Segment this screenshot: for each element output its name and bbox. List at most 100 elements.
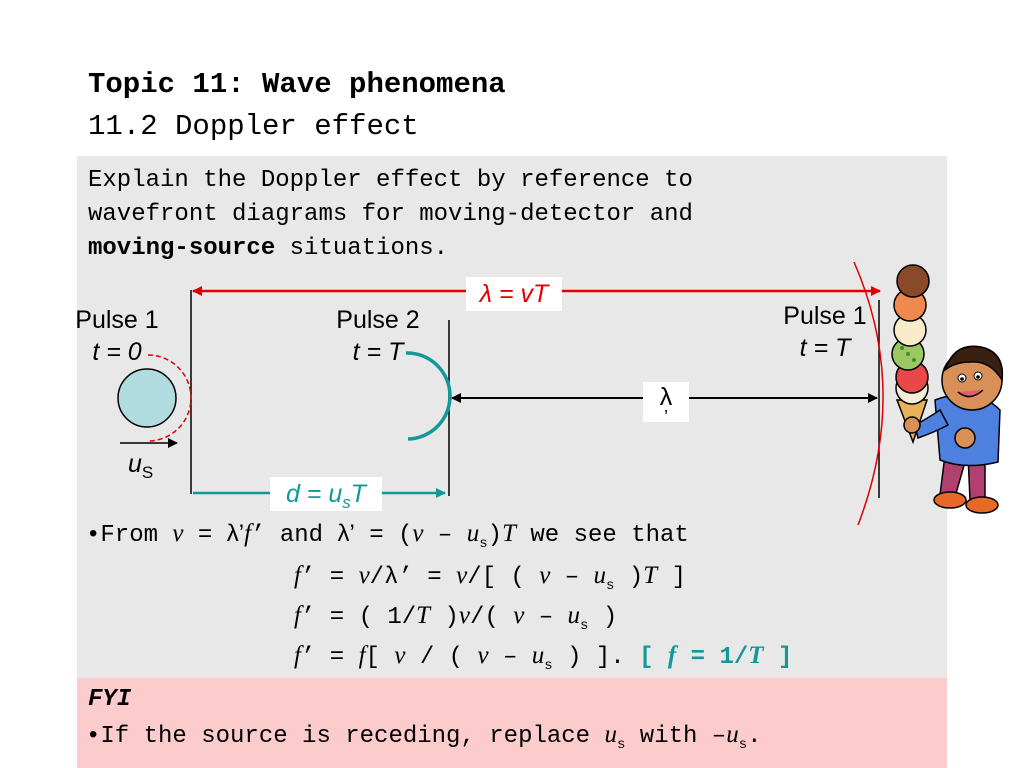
- eq2-u-sub: s: [606, 577, 615, 594]
- fyi-text-b: with –: [625, 723, 727, 750]
- eq1-minus: –: [423, 522, 467, 549]
- fyi-u1-sub: s: [616, 736, 626, 753]
- d-label-sub: s: [342, 493, 351, 512]
- eq3-c: /(: [470, 604, 514, 631]
- eq2-b: /λ’ =: [369, 564, 457, 591]
- page-subtitle: 11.2 Doppler effect: [88, 110, 419, 143]
- t-T-mid-label: t = T: [352, 338, 404, 366]
- eq1-u: u: [466, 520, 480, 547]
- eq4-f2: f: [358, 642, 366, 669]
- fyi-u2-sub: s: [738, 736, 748, 753]
- eq1-and: and: [265, 522, 338, 549]
- eq2-e: ): [614, 564, 644, 591]
- pulse1-right-label: Pulse 1: [783, 302, 867, 330]
- intro-line-2: wavefront diagrams for moving-detector a…: [88, 201, 693, 228]
- eq3-f: f: [294, 602, 301, 629]
- fyi-text-a: •If the source is receding, replace: [86, 723, 605, 750]
- eq4-hint-T: T: [748, 642, 764, 669]
- eq4-v: v: [394, 642, 406, 669]
- eq1-v2: v: [412, 520, 424, 547]
- lambda-vt-label: λ = vT: [466, 277, 562, 311]
- us-label: uS: [128, 450, 153, 483]
- eq4-e: ) ].: [552, 644, 625, 671]
- content-panel: [77, 156, 947, 678]
- d-label-main: d = u: [285, 480, 343, 508]
- eq3-T: T: [416, 602, 431, 629]
- eq4-c: / (: [405, 644, 478, 671]
- intro-line-1: Explain the Doppler effect by reference …: [88, 167, 693, 194]
- intro-line-3: moving-source situations.: [88, 232, 693, 266]
- eq4-hint-f: f: [667, 642, 677, 669]
- pulse1-far-wavefront: [853, 261, 884, 526]
- intro-rest: situations.: [275, 235, 449, 262]
- eq3-d: –: [524, 604, 568, 631]
- page-title: Topic 11: Wave phenomena: [88, 68, 506, 101]
- eq2-u: u: [593, 562, 607, 589]
- eq3-e: ): [588, 604, 618, 631]
- eq4-hint-b: = 1/: [676, 644, 749, 671]
- eq2-f: f: [294, 562, 301, 589]
- pulse1-dashed-wavefront: [147, 354, 192, 442]
- d-label-tail: T: [350, 480, 367, 508]
- eq4-hint-c: ]: [763, 644, 793, 671]
- eq3-u: u: [567, 602, 581, 629]
- equation-line-3: f’ = ( 1/T )v/( v – us ): [294, 602, 617, 634]
- eq1-f: f: [244, 520, 252, 547]
- fyi-u1: u: [604, 721, 617, 748]
- lambda-prime-symbol: λ: [659, 383, 673, 411]
- fyi-text: •If the source is receding, replace us w…: [86, 721, 762, 753]
- fyi-title: FYI: [88, 686, 132, 713]
- eq3-a: ’ = ( 1/: [300, 604, 417, 631]
- eq3-u-sub: s: [580, 617, 589, 634]
- eq1-T: T: [502, 520, 516, 547]
- pulse2-wavefront: [405, 351, 452, 441]
- eq2-a: ’ =: [300, 564, 359, 591]
- ice-cream-kid-illustration: [891, 264, 1004, 514]
- eq4-hint-a: [: [624, 644, 668, 671]
- equation-line-2: f’ = v/λ’ = v/[ ( v – us )T ]: [294, 562, 686, 594]
- eq4-hint: [ f = 1/T ]: [624, 642, 793, 671]
- eq1-v: v: [172, 520, 184, 547]
- intro-bold: moving-source: [88, 235, 276, 262]
- eq1-prime: ’: [251, 522, 266, 549]
- eq2-c: /[ (: [467, 564, 540, 591]
- equation-line-1: •From v = λ’f’ and λ’ = (v – us)T we see…: [86, 520, 689, 552]
- eq4-f: f: [294, 642, 301, 669]
- eq4-b: [: [365, 644, 395, 671]
- eq1-close: ): [487, 522, 503, 549]
- pulse2-label: Pulse 2: [336, 306, 420, 334]
- lambda-prime-label: λ’: [643, 382, 689, 427]
- intro-text: Explain the Doppler effect by reference …: [88, 164, 693, 266]
- us-subscript: S: [141, 463, 154, 482]
- eq4-d: –: [488, 644, 532, 671]
- eq4-u: u: [531, 642, 545, 669]
- eq1-end: we see that: [515, 522, 689, 549]
- eq2-end: ]: [657, 564, 686, 591]
- eq1-u-sub: s: [479, 535, 488, 552]
- eq2-v: v: [358, 562, 370, 589]
- d-label: d = usT: [270, 477, 382, 512]
- eq4-u-sub: s: [544, 657, 553, 674]
- eq1-bullet: •From: [86, 522, 173, 549]
- fyi-u2: u: [726, 721, 739, 748]
- eq1-lambda-prime-2: λ’: [337, 520, 355, 547]
- eq2-d: –: [550, 564, 594, 591]
- t-T-right-label: t = T: [799, 334, 851, 362]
- t0-label: t = 0: [92, 338, 142, 366]
- eq2-v3: v: [539, 562, 551, 589]
- us-letter: u: [128, 450, 142, 478]
- lambda-prime-mark: ’: [664, 407, 668, 427]
- equation-line-4: f’ = f[ v / ( v – us ) ]. [ f = 1/T ]: [294, 642, 792, 674]
- eq4-v2: v: [477, 642, 489, 669]
- eq1-lambda-prime: λ’: [226, 520, 245, 547]
- eq1-mid: = (: [354, 522, 413, 549]
- fyi-text-c: .: [747, 723, 762, 750]
- source-circle: [117, 368, 177, 428]
- eq2-T: T: [643, 562, 658, 589]
- eq1-equals: =: [183, 522, 227, 549]
- pulse1-left-label: Pulse 1: [75, 306, 159, 334]
- eq3-v2: v: [513, 602, 525, 629]
- eq2-v2: v: [456, 562, 468, 589]
- fyi-box: [77, 678, 947, 768]
- eq3-b: ): [430, 604, 459, 631]
